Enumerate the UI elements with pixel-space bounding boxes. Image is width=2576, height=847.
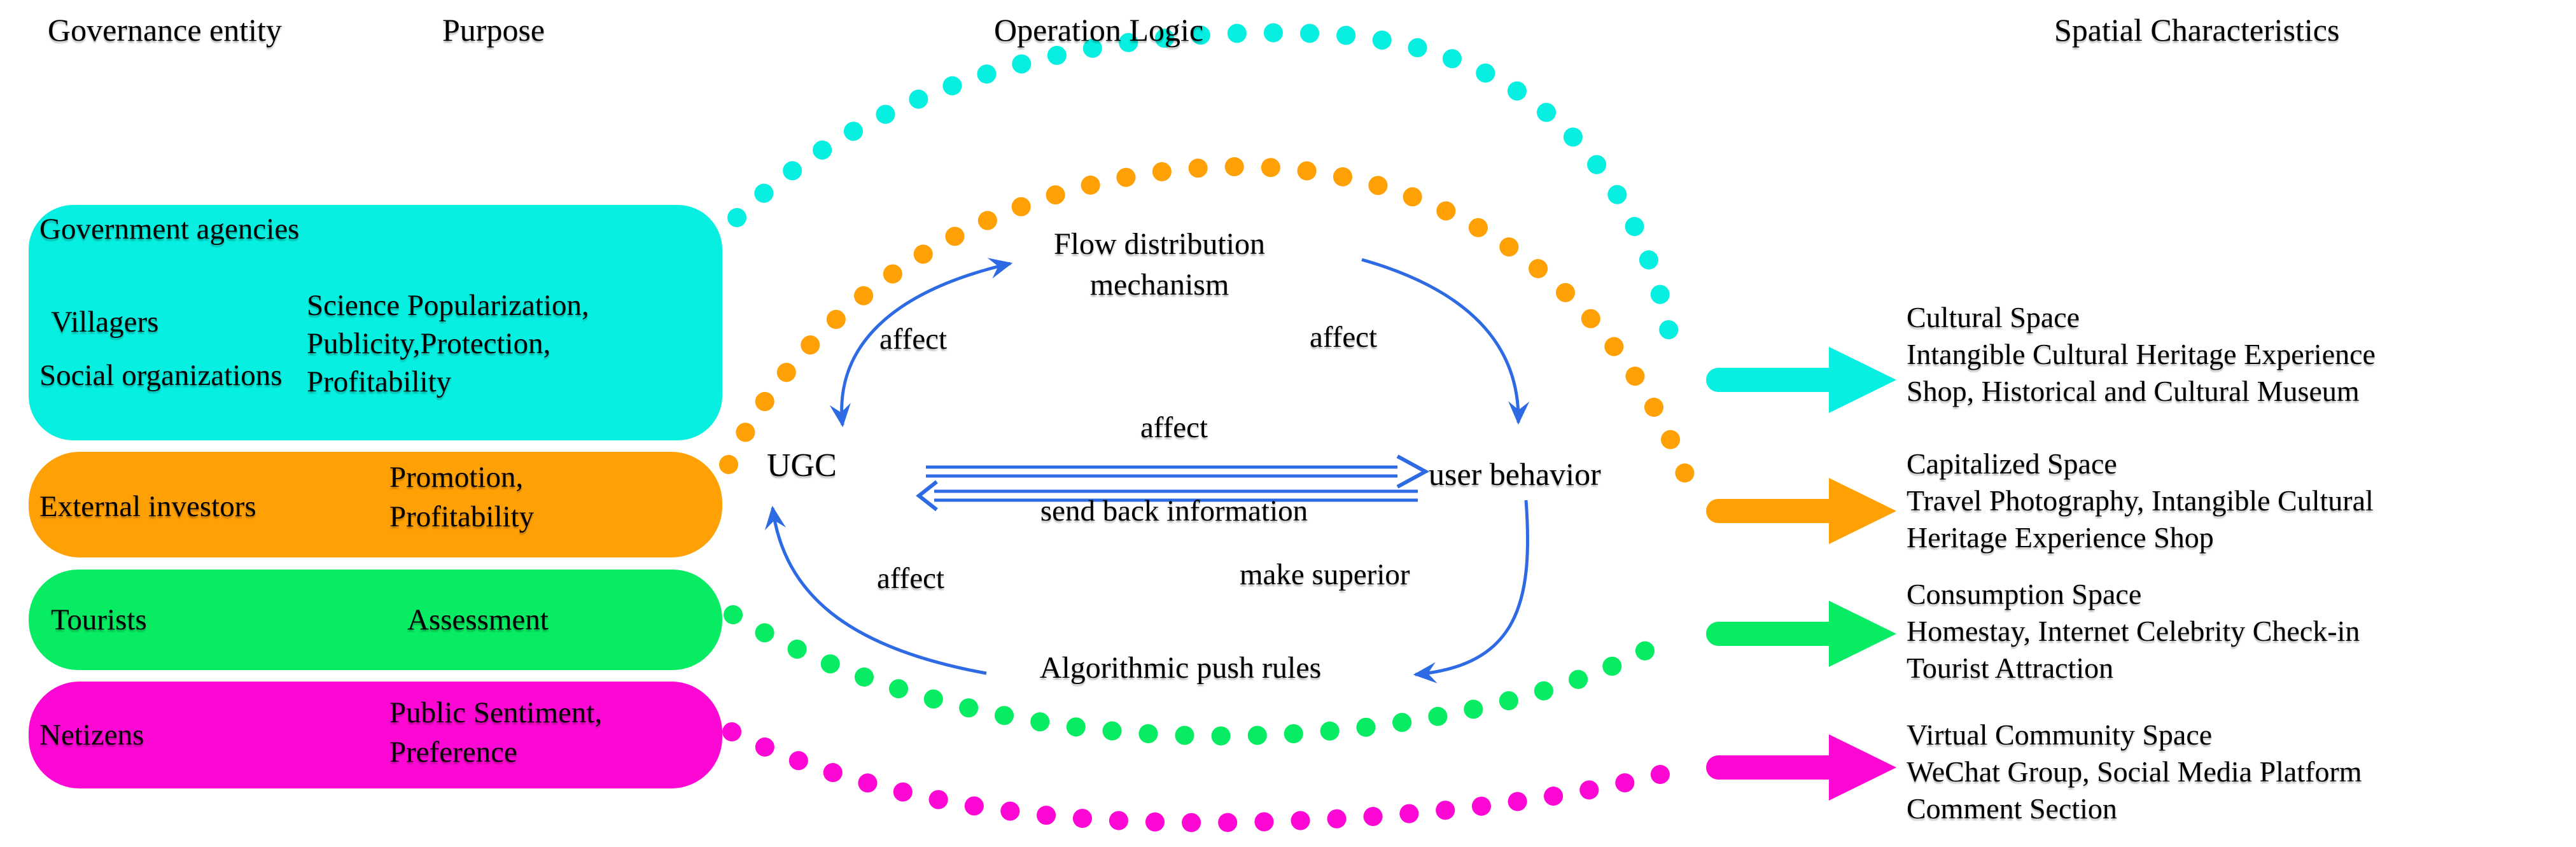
label-ugc: UGC — [767, 447, 837, 484]
header-purpose: Purpose — [442, 12, 545, 48]
header-spatial-characteristics: Spatial Characteristics — [2054, 12, 2340, 48]
label-flow-distribution: Flow distribution — [1053, 227, 1266, 261]
purpose-orange-line2: Profitability — [389, 500, 535, 533]
purpose-magenta-line1: Public Sentiment, — [389, 696, 603, 729]
space-capitalized-line1: Travel Photography, Intangible Cultural — [1907, 484, 2374, 517]
header-operation-logic: Operation Logic — [994, 12, 1204, 48]
entity-social-organizations: Social organizations — [39, 359, 283, 392]
space-consumption-line1: Homestay, Internet Celebrity Check-in — [1907, 615, 2360, 647]
label-algorithmic-push-rules: Algorithmic push rules — [1039, 651, 1322, 685]
purpose-orange-line1: Promotion, — [389, 461, 524, 494]
orange-arrow-icon — [1718, 478, 1896, 544]
entity-external-investors: External investors — [39, 490, 256, 523]
governance-box-cyan — [29, 205, 722, 440]
space-capitalized-line2: Heritage Experience Shop — [1907, 521, 2214, 554]
arrow-affect-shaft — [926, 465, 1397, 478]
magenta-arrow-icon — [1718, 734, 1896, 801]
arc-push-rules-ugc — [764, 505, 987, 675]
label-send-back-information: send back information — [1040, 494, 1308, 528]
label-flow-mechanism: mechanism — [1089, 268, 1229, 302]
label-affect-lower-left: affect — [877, 562, 945, 595]
space-virtual-line1: WeChat Group, Social Media Platform — [1907, 755, 2362, 788]
label-affect-upper-left: affect — [879, 323, 948, 356]
label-make-superior: make superior — [1240, 558, 1410, 591]
governance-box-orange — [29, 452, 722, 557]
governance-box-green — [29, 570, 722, 670]
space-cultural-line2: Shop, Historical and Cultural Museum — [1907, 375, 2360, 407]
arrow-affect-head-icon — [1396, 454, 1430, 489]
purpose-cyan-line3: Profitability — [307, 365, 452, 398]
dotted-curve-magenta — [722, 722, 1699, 832]
space-title-virtual-community: Virtual Community Space — [1907, 718, 2213, 751]
purpose-cyan-line1: Science Popularization, — [307, 289, 589, 322]
label-affect-center: affect — [1140, 411, 1208, 444]
label-affect-upper-right: affect — [1310, 321, 1378, 354]
entity-government-agencies: Government agencies — [39, 213, 300, 246]
dotted-curve-cyan — [727, 23, 1683, 367]
space-cultural-line1: Intangible Cultural Heritage Experience — [1907, 338, 2376, 370]
space-title-capitalized: Capitalized Space — [1907, 447, 2117, 480]
space-virtual-line2: Comment Section — [1907, 792, 2117, 825]
space-title-consumption: Consumption Space — [1907, 578, 2142, 610]
arc-user-behavior-push-rules — [1413, 500, 1530, 683]
arrow-sendback-shaft — [934, 489, 1418, 502]
header-governance-entity: Governance entity — [48, 12, 282, 48]
purpose-green-line1: Assessment — [407, 603, 549, 636]
purpose-magenta-line2: Preference — [389, 736, 517, 769]
entity-tourists: Tourists — [51, 603, 147, 636]
label-user-behavior: user behavior — [1429, 456, 1601, 492]
space-consumption-line2: Tourist Attraction — [1907, 652, 2114, 684]
arrow-sendback-head-icon — [916, 480, 938, 512]
purpose-cyan-line2: Publicity,Protection, — [307, 327, 551, 360]
arc-flow-mechanism-user-behavior — [1361, 258, 1530, 425]
entity-villagers: Villagers — [51, 305, 159, 339]
entity-netizens: Netizens — [39, 718, 144, 752]
green-arrow-icon — [1718, 601, 1896, 667]
cyan-arrow-icon — [1718, 347, 1896, 413]
space-title-cultural: Cultural Space — [1907, 301, 2080, 333]
governance-box-magenta — [29, 682, 722, 788]
arc-ugc-flow-mechanism — [829, 258, 1013, 428]
